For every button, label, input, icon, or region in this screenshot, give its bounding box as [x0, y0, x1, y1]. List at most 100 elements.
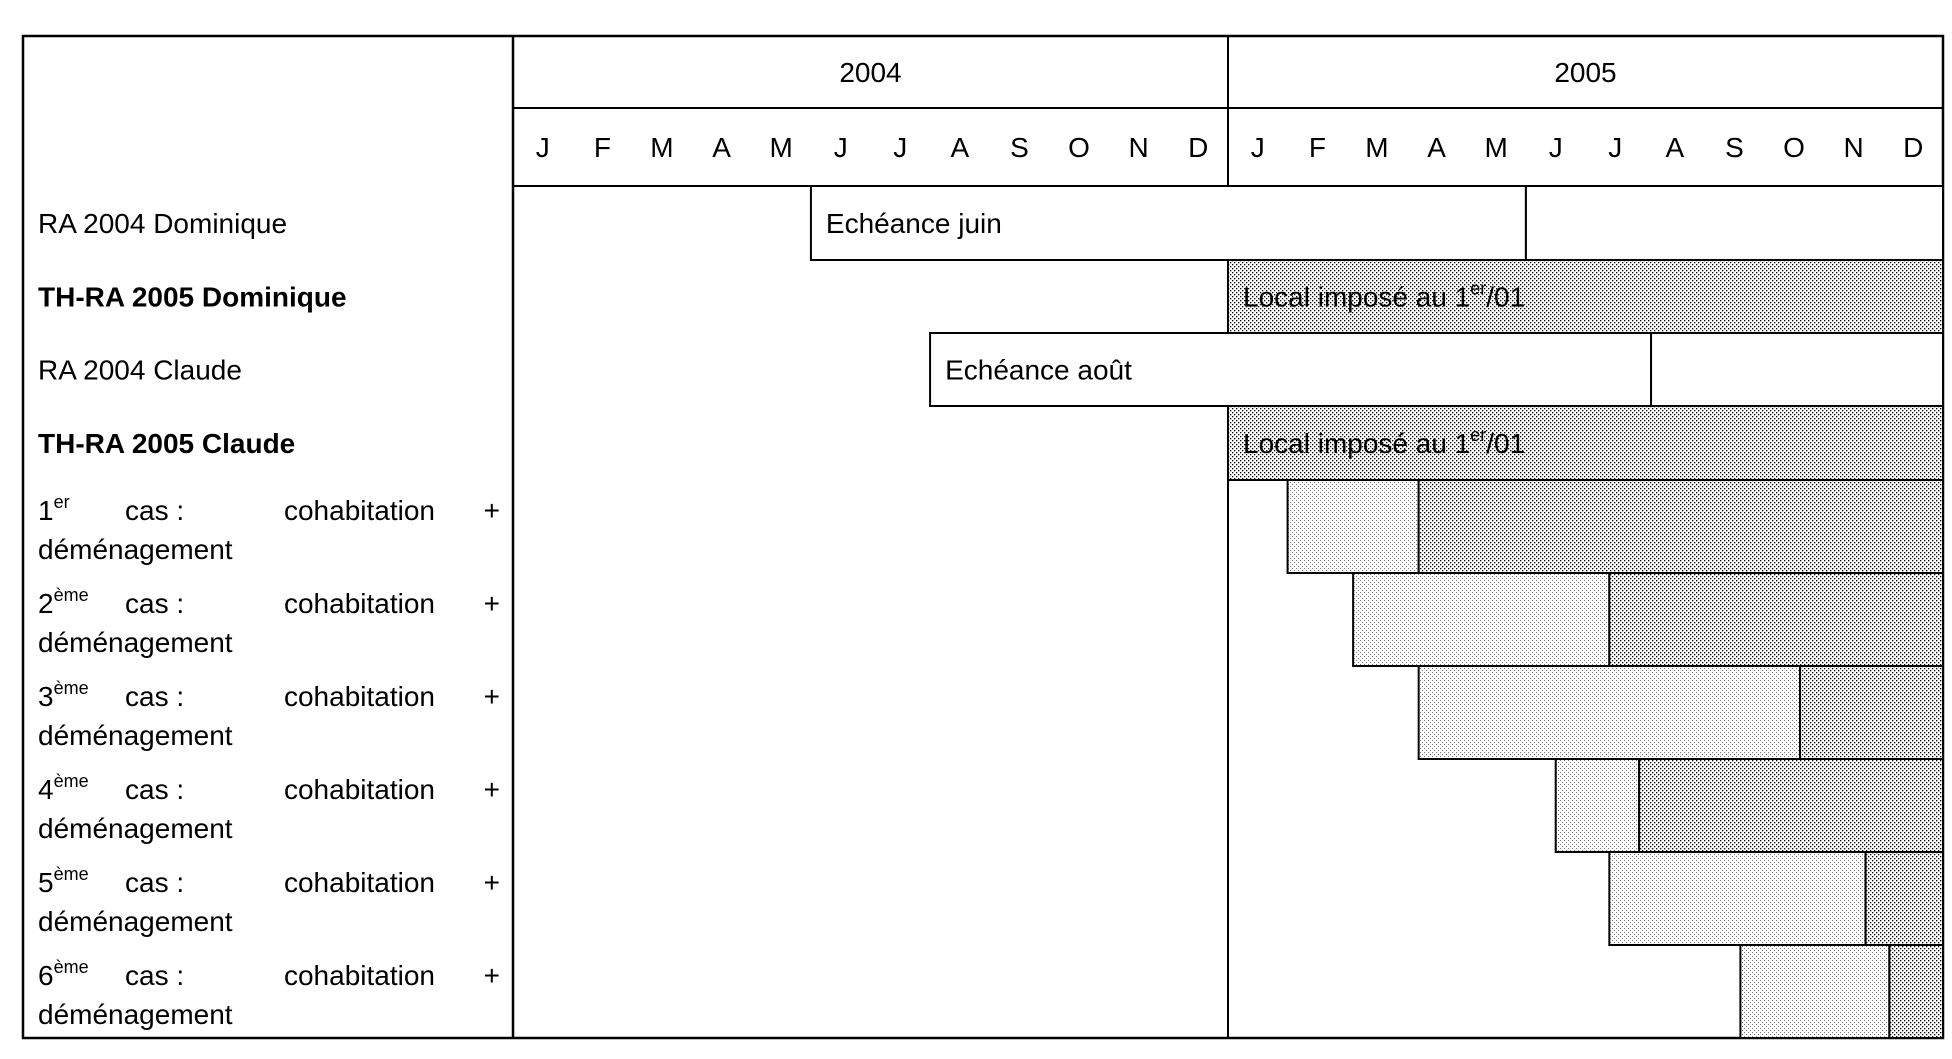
- month-label: F: [1309, 132, 1326, 163]
- month-label: D: [1903, 132, 1923, 163]
- bar-label: Echéance juin: [826, 208, 1002, 239]
- month-label: M: [1484, 132, 1507, 163]
- label-word: cas :: [125, 960, 184, 991]
- label-number: 3: [38, 681, 54, 712]
- text-superscript: er: [1470, 425, 1486, 445]
- label-superscript: ème: [54, 957, 89, 977]
- timeline-bar: [809, 185, 1527, 261]
- label-word: cas :: [125, 681, 184, 712]
- label-superscript: ème: [54, 585, 89, 605]
- label-superscript: er: [54, 492, 70, 512]
- month-label: A: [712, 132, 731, 163]
- month-label: S: [1010, 132, 1029, 163]
- label-word: cohabitation: [284, 495, 435, 526]
- timeline-bar: [1352, 572, 1611, 667]
- timeline-bar: [1417, 479, 1944, 574]
- month-label: N: [1129, 132, 1149, 163]
- month-label: J: [1251, 132, 1265, 163]
- row-label: 6ème cas : cohabitation + déménagement: [38, 957, 500, 1030]
- text-superscript: er: [1470, 279, 1486, 299]
- month-label: A: [1427, 132, 1446, 163]
- row-label: RA 2004 Claude: [38, 355, 242, 386]
- timeline-bar: [1864, 851, 1944, 946]
- month-label: A: [1666, 132, 1685, 163]
- timeline-bar: [1286, 479, 1420, 574]
- svg-text:3ème: 3ème: [38, 678, 89, 712]
- label-word: cas :: [125, 867, 184, 898]
- label-number: 5: [38, 867, 54, 898]
- label-word: cohabitation: [284, 867, 435, 898]
- bar-label: Echéance août: [945, 355, 1132, 386]
- month-label: M: [769, 132, 792, 163]
- timeline-bar: [1650, 332, 1944, 407]
- label-second-line: déménagement: [38, 999, 233, 1030]
- label-number: 1: [38, 495, 54, 526]
- label-number: 4: [38, 774, 54, 805]
- month-label: D: [1188, 132, 1208, 163]
- label-second-line: déménagement: [38, 627, 233, 658]
- row-label: 4ème cas : cohabitation + déménagement: [38, 771, 500, 844]
- timeline-bar: [1888, 944, 1944, 1039]
- timeline-bar: [929, 332, 1653, 407]
- text-rest: /01: [1486, 282, 1525, 313]
- timeline-bar: [1417, 665, 1801, 760]
- label-word: +: [484, 774, 500, 805]
- row-label: 1er cas : cohabitation + déménagement: [38, 492, 500, 565]
- year-label: 2004: [839, 57, 901, 88]
- month-label: J: [834, 132, 848, 163]
- row-label: RA 2004 Dominique: [38, 208, 287, 239]
- text-rest: /01: [1486, 428, 1525, 459]
- svg-text:6ème: 6ème: [38, 957, 89, 991]
- label-word: +: [484, 681, 500, 712]
- label-second-line: déménagement: [38, 534, 233, 565]
- row-label: TH-RA 2005 Claude: [38, 428, 295, 459]
- month-label: O: [1068, 132, 1090, 163]
- label-word: +: [484, 867, 500, 898]
- label-word: cohabitation: [284, 681, 435, 712]
- label-word: cas :: [125, 774, 184, 805]
- label-word: cohabitation: [284, 588, 435, 619]
- label-number: 2: [38, 588, 54, 619]
- label-second-line: déménagement: [38, 813, 233, 844]
- timeline-bar: [1608, 572, 1945, 667]
- label-word: cas :: [125, 495, 184, 526]
- label-word: +: [484, 960, 500, 991]
- month-label: J: [893, 132, 907, 163]
- month-label: J: [1549, 132, 1563, 163]
- month-label: M: [650, 132, 673, 163]
- timeline-bar: [1739, 944, 1891, 1039]
- label-word: cohabitation: [284, 774, 435, 805]
- month-label: S: [1725, 132, 1744, 163]
- timeline-bar: [1799, 665, 1944, 760]
- label-second-line: déménagement: [38, 906, 233, 937]
- month-label: A: [951, 132, 970, 163]
- month-label: J: [1608, 132, 1622, 163]
- text-base: Echéance juin: [826, 208, 1002, 239]
- label-superscript: ème: [54, 678, 89, 698]
- month-label: O: [1783, 132, 1805, 163]
- svg-text:4ème: 4ème: [38, 771, 89, 805]
- bar-label: Local imposé au 1er/01: [1243, 425, 1525, 459]
- row-label: 5ème cas : cohabitation + déménagement: [38, 864, 500, 937]
- svg-text:5ème: 5ème: [38, 864, 89, 898]
- label-word: cohabitation: [284, 960, 435, 991]
- timeline-bar: [1554, 758, 1641, 853]
- label-superscript: ème: [54, 771, 89, 791]
- row-label: TH-RA 2005 Dominique: [38, 282, 347, 313]
- year-label: 2005: [1554, 57, 1616, 88]
- month-label: M: [1365, 132, 1388, 163]
- label-word: +: [484, 495, 500, 526]
- svg-text:1er: 1er: [38, 492, 70, 526]
- label-word: cas :: [125, 588, 184, 619]
- bar-label: Local imposé au 1er/01: [1243, 279, 1525, 313]
- month-label: F: [594, 132, 611, 163]
- svg-text:2ème: 2ème: [38, 585, 89, 619]
- month-label: J: [536, 132, 550, 163]
- text-base: Local imposé au 1: [1243, 282, 1470, 313]
- timeline-bar: [1608, 851, 1867, 946]
